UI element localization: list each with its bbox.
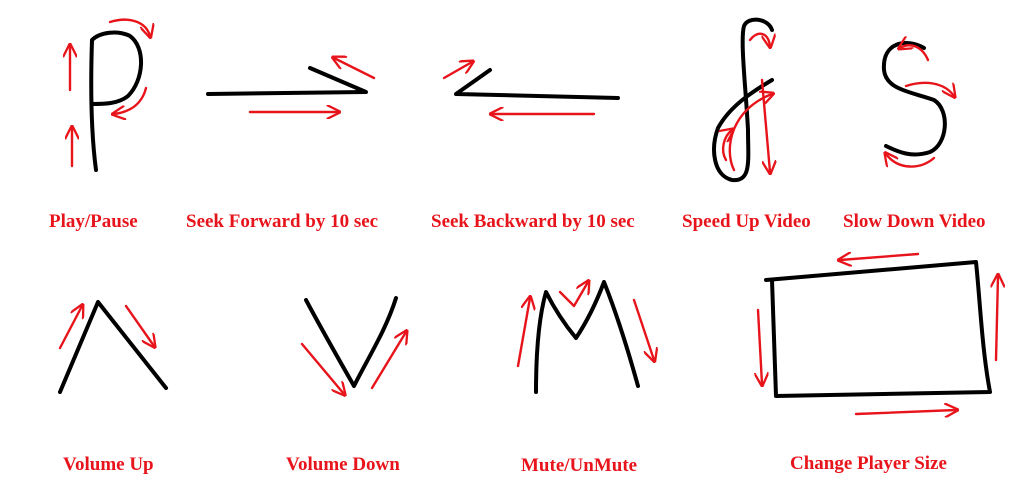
seek-forward-stroke bbox=[206, 66, 368, 96]
label-slow-down: Slow Down Video bbox=[843, 211, 986, 232]
gesture-seek-backward bbox=[442, 62, 620, 114]
arrow-right-icon bbox=[854, 410, 956, 414]
curved-arrow-icon bbox=[748, 32, 770, 46]
label-volume-down: Volume Down bbox=[286, 454, 400, 475]
arrow-up-icon bbox=[516, 298, 530, 368]
curved-arrow-icon bbox=[114, 86, 148, 114]
arrow-downright-icon bbox=[124, 304, 154, 346]
arrow-down-icon bbox=[760, 78, 770, 172]
gesture-volume-down bbox=[300, 296, 406, 394]
arrow-upright-icon bbox=[442, 62, 472, 80]
arrow-upright-icon bbox=[558, 282, 588, 308]
arrow-downright-icon bbox=[300, 342, 344, 394]
label-mute: Mute/UnMute bbox=[521, 455, 637, 476]
gesture-volume-up bbox=[58, 300, 168, 394]
arrow-down-icon bbox=[758, 308, 762, 384]
gesture-speed-up bbox=[712, 17, 774, 183]
m-shape-stroke bbox=[534, 280, 640, 394]
curved-arrow-icon bbox=[904, 81, 954, 96]
label-seek-backward: Seek Backward by 10 sec bbox=[431, 211, 635, 232]
rectangle-stroke bbox=[764, 260, 992, 398]
curved-arrow-icon bbox=[723, 130, 732, 162]
label-speed-up: Speed Up Video bbox=[682, 211, 811, 232]
gesture-slow-down bbox=[881, 41, 954, 168]
label-player-size: Change Player Size bbox=[790, 453, 947, 474]
gesture-seek-forward bbox=[206, 58, 376, 112]
speed-up-stroke bbox=[712, 17, 774, 183]
curved-arrow-icon bbox=[886, 154, 936, 168]
s-shape-stroke bbox=[881, 41, 947, 157]
arrow-down-icon bbox=[632, 298, 654, 360]
caret-down-stroke bbox=[304, 296, 398, 388]
curved-arrow-icon bbox=[900, 45, 930, 62]
arrow-up-icon bbox=[996, 276, 998, 362]
seek-backward-stroke bbox=[454, 68, 620, 100]
p-shape-stroke bbox=[89, 30, 144, 172]
arrow-upright-icon bbox=[370, 332, 406, 390]
gesture-player-size bbox=[758, 254, 998, 414]
gesture-mute bbox=[516, 280, 654, 394]
gesture-play-pause bbox=[70, 18, 150, 172]
label-play-pause: Play/Pause bbox=[49, 211, 138, 232]
curved-arrow-icon bbox=[108, 18, 150, 36]
caret-up-stroke bbox=[58, 300, 168, 394]
arrow-left-icon bbox=[840, 254, 920, 260]
arrow-upleft-icon bbox=[334, 58, 376, 80]
label-volume-up: Volume Up bbox=[63, 454, 154, 475]
label-seek-forward: Seek Forward by 10 sec bbox=[186, 211, 378, 232]
arrow-upright-icon bbox=[58, 306, 82, 350]
